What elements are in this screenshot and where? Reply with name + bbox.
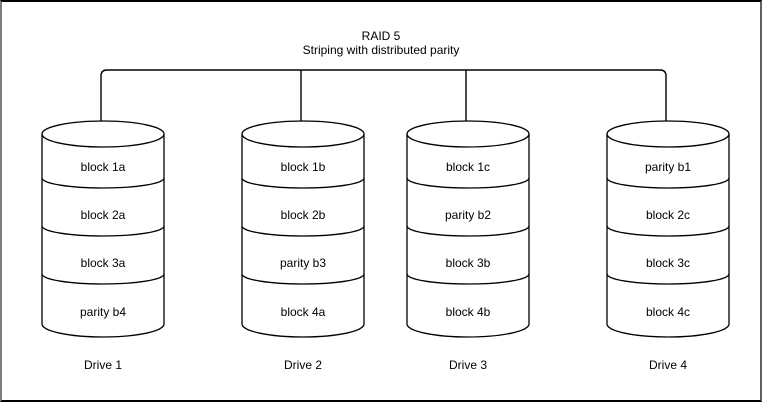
drive-4-cylinder: parity b1 block 2c block 3c block 4c: [606, 120, 730, 338]
drive-1-cylinder: block 1a block 2a block 3a parity b4: [41, 120, 165, 338]
drive-3-label: Drive 3: [448, 358, 487, 372]
block-label: parity b1: [644, 160, 692, 174]
title-line-2: Striping with distributed parity: [302, 43, 460, 57]
disk-cylinder-icon: [406, 120, 530, 338]
disk-cylinder-icon: [606, 120, 730, 338]
drive-4-label: Drive 4: [648, 358, 687, 372]
disk-cylinder-icon: [41, 120, 165, 338]
block-label: block 3a: [80, 256, 126, 270]
block-label: block 3c: [645, 256, 691, 270]
disk-cylinder-icon: [241, 120, 365, 338]
block-label: block 2a: [80, 208, 126, 222]
drive-3-cylinder: block 1c parity b2 block 3b block 4b: [406, 120, 530, 338]
block-label: parity b3: [279, 256, 327, 270]
bus-trunk-line: [100, 69, 667, 122]
drive-2-label: Drive 2: [283, 358, 322, 372]
block-label: block 2b: [280, 208, 326, 222]
block-label: block 4b: [445, 305, 491, 319]
drive-2-cylinder: block 1b block 2b parity b3 block 4a: [241, 120, 365, 338]
block-label: block 2c: [645, 208, 691, 222]
block-label: block 3b: [445, 256, 491, 270]
diagram-title: RAID 5 Striping with distributed parity: [2, 29, 760, 57]
block-label: parity b2: [444, 208, 492, 222]
block-label: parity b4: [79, 305, 127, 319]
block-label: block 4a: [280, 305, 326, 319]
block-label: block 1a: [80, 160, 126, 174]
block-label: block 4c: [645, 305, 691, 319]
drive-1-label: Drive 1: [83, 358, 122, 372]
block-label: block 1c: [445, 160, 491, 174]
title-line-1: RAID 5: [361, 29, 401, 43]
block-label: block 1b: [280, 160, 326, 174]
